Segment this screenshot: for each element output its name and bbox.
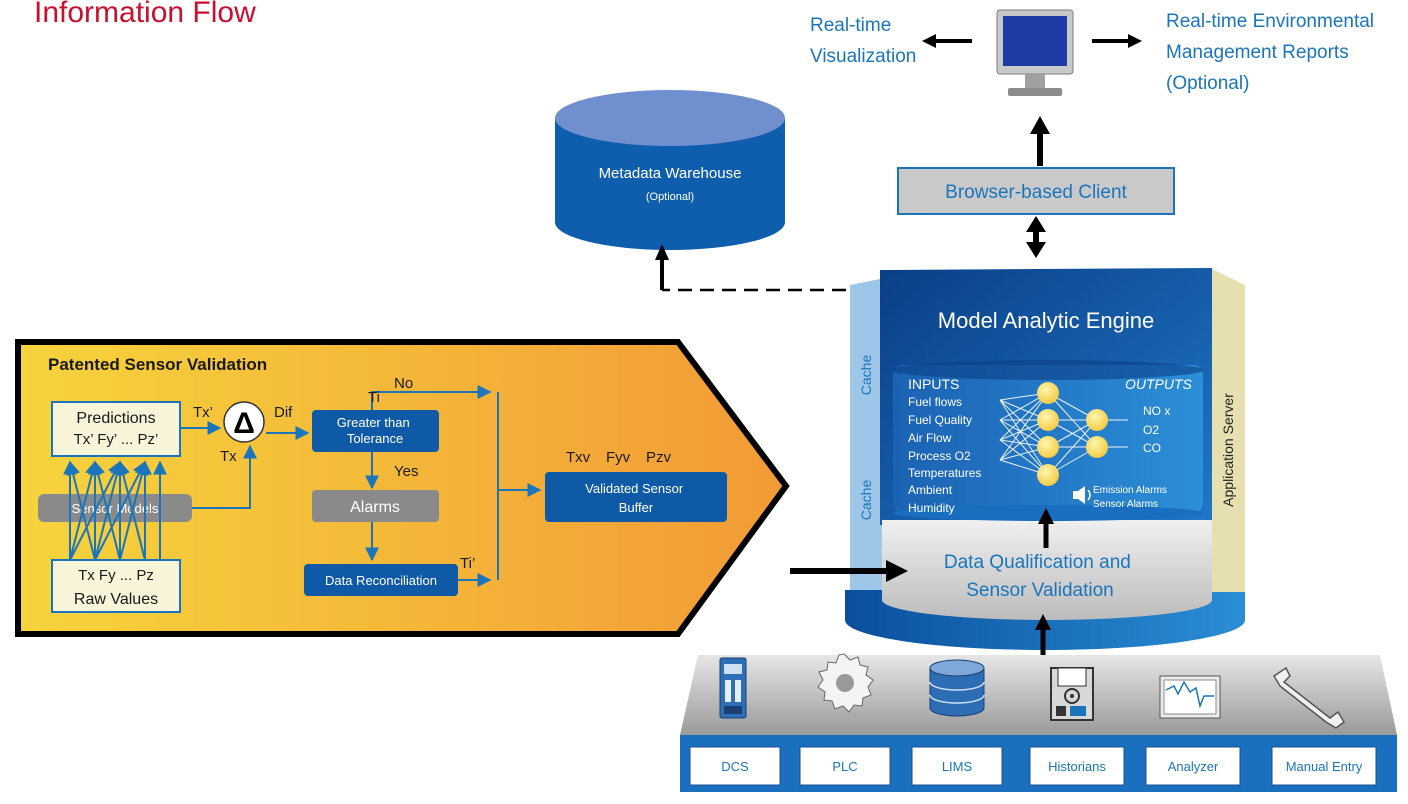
delta-symbol: Δ: [233, 407, 255, 440]
arrow-client-to-monitor: [1030, 116, 1050, 166]
no-label: No: [394, 375, 413, 392]
ti-label: Ti: [368, 389, 380, 406]
reconciliation-label: Data Reconciliation: [325, 573, 437, 588]
dcs-icon: [719, 657, 747, 719]
app-server-label: Application Server: [1220, 393, 1236, 507]
analyzer-icon: [1159, 675, 1221, 719]
output-nox: NO x: [1143, 404, 1170, 418]
source-box-manual: Manual Entry: [1271, 746, 1377, 786]
source-label-lims: LIMS: [942, 759, 973, 774]
browser-client-box: [897, 167, 1175, 215]
cache-label-top: Cache: [858, 355, 874, 396]
raw-vars: Tx Fy ... Pz: [78, 567, 154, 584]
page-title: Information Flow: [34, 0, 256, 29]
realtime-visualization-label: Real-time Visualization: [810, 15, 916, 67]
source-label-analyzer: Analyzer: [1168, 759, 1219, 774]
tx-label: Tx: [220, 448, 237, 465]
alarms-box: [312, 490, 439, 522]
model-fan-arrows: [63, 460, 167, 561]
emission-alarms: Emission Alarms: [1093, 485, 1167, 496]
source-label-dcs: DCS: [721, 759, 749, 774]
output-o2: O2: [1143, 423, 1159, 437]
validated-var-tx: Txv: [566, 449, 591, 466]
arrow-validation-to-engine: [790, 560, 908, 582]
source-box-historians: Historians: [1029, 746, 1125, 786]
ti-prime-label: Ti’: [460, 555, 475, 572]
metadata-warehouse: Metadata Warehouse (Optional): [555, 90, 785, 250]
yes-label: Yes: [394, 463, 418, 480]
sensor-alarms: Sensor Alarms: [1093, 499, 1158, 510]
sensor-models-box: [38, 494, 192, 522]
output-co: CO: [1143, 441, 1161, 455]
greater-tolerance-label: Greater than Tolerance: [337, 415, 414, 446]
source-label-manual: Manual Entry: [1286, 759, 1363, 774]
monitor-icon: [996, 9, 1074, 96]
browser-client-label: Browser-based Client: [945, 182, 1127, 203]
reconciliation-box: [304, 564, 458, 596]
nn-node: [1086, 409, 1108, 431]
nn-node: [1037, 382, 1059, 404]
source-label-plc: PLC: [832, 759, 857, 774]
arrow-to-reports: [1092, 34, 1142, 48]
gear-icon: [817, 653, 874, 713]
dif-label: Dif: [274, 404, 293, 421]
realtime-reports-label: Real-time Environmental Management Repor…: [1166, 11, 1379, 94]
arrow-to-visualization: [922, 34, 972, 48]
nn-node: [1037, 464, 1059, 486]
raw-values-box: [51, 559, 181, 613]
raw-values-label: Raw Values: [74, 591, 158, 608]
nn-node: [1037, 436, 1059, 458]
data-qualification-label: Data Qualification and Sensor Validation: [944, 552, 1136, 601]
validated-buffer-label: Validated Sensor Buffer: [585, 481, 687, 515]
inputs-heading: INPUTS: [908, 376, 959, 392]
validated-var-pz: Pzv: [646, 449, 672, 466]
predictions-box: [51, 401, 181, 457]
cache-label-bottom: Cache: [858, 480, 874, 521]
greater-tolerance-box: [312, 410, 439, 452]
delta-node: [223, 401, 265, 443]
engine-title: Model Analytic Engine: [938, 308, 1154, 333]
nn-node: [1086, 436, 1108, 458]
speaker-icon: [1073, 486, 1091, 504]
outputs-heading: OUTPUTS: [1125, 376, 1193, 392]
validated-var-fy: Fyv: [606, 449, 631, 466]
metadata-subtitle: (Optional): [646, 191, 694, 203]
arrow-client-engine: [1026, 216, 1046, 258]
nn-node: [1037, 409, 1059, 431]
predictions-label: Predictions: [76, 410, 155, 427]
validation-panel: [15, 339, 790, 637]
disk-icon: [1050, 667, 1094, 721]
inputs-list: Fuel flows Fuel Quality Air Flow Process…: [908, 395, 985, 515]
source-label-historians: Historians: [1048, 759, 1106, 774]
tx-prime-label: Tx’: [193, 404, 213, 421]
validated-buffer-box: [545, 472, 727, 522]
validation-flow-lines: [180, 385, 542, 587]
neural-network: [999, 392, 1128, 476]
wrench-icon: [1272, 666, 1345, 729]
source-box-plc: PLC: [799, 746, 891, 786]
arrow-dq-to-engine: [1038, 508, 1054, 548]
database-icon: [929, 659, 985, 717]
alarms-label: Alarms: [350, 499, 400, 516]
metadata-connector: [655, 244, 846, 292]
validation-title: Patented Sensor Validation: [48, 355, 267, 374]
predictions-vars: Tx’ Fy’ ... Pz’: [74, 431, 159, 448]
source-box-analyzer: Analyzer: [1145, 746, 1241, 786]
metadata-title: Metadata Warehouse: [599, 165, 742, 182]
source-box-dcs: DCS: [689, 746, 781, 786]
source-box-lims: LIMS: [911, 746, 1003, 786]
